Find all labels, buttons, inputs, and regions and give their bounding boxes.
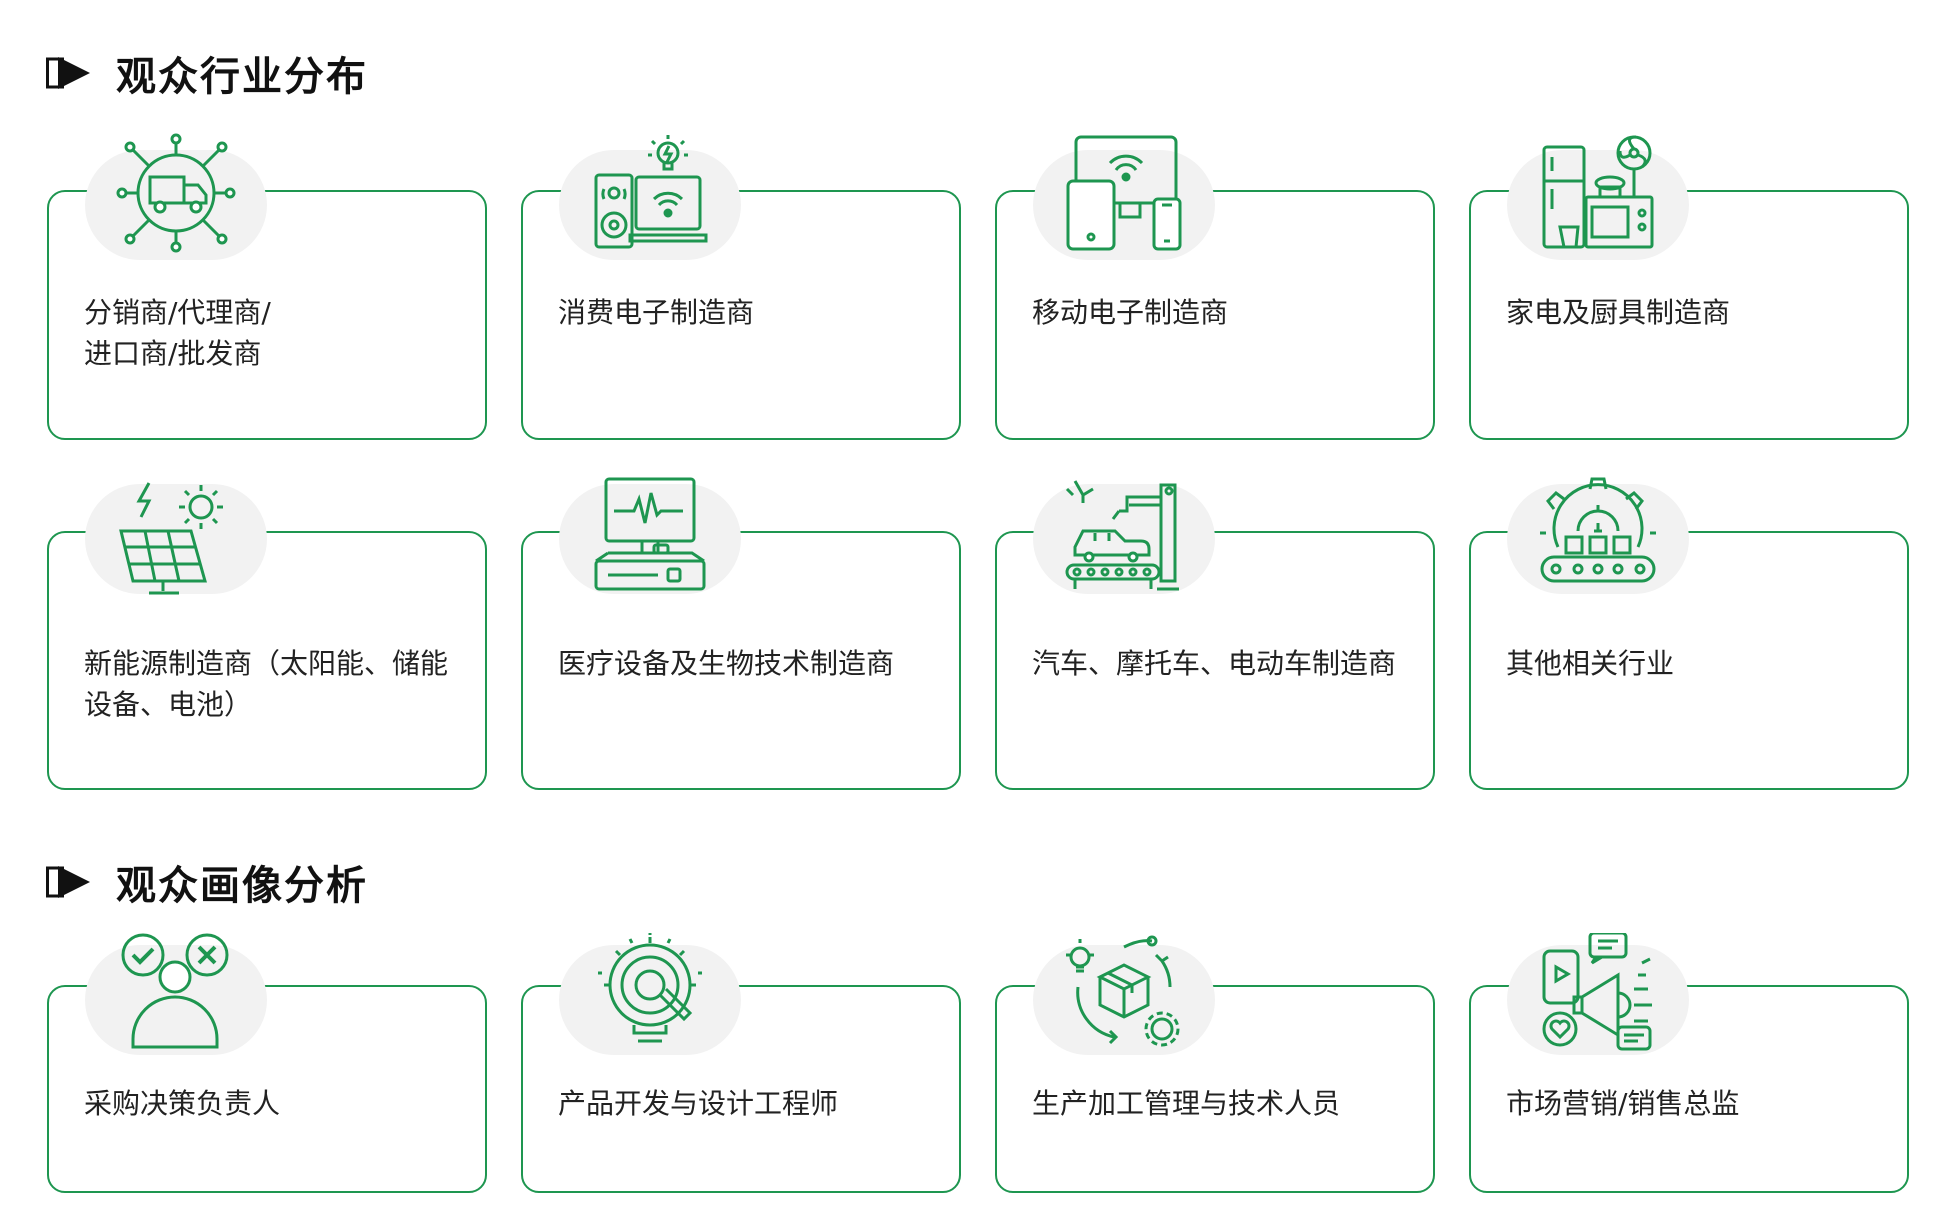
medical-monitor-icon bbox=[590, 475, 710, 595]
icon-badge bbox=[1033, 945, 1215, 1055]
icon-badge bbox=[1507, 150, 1689, 260]
card-label: 家电及厨具制造商 bbox=[1506, 296, 1731, 329]
card-label: 市场营销/销售总监 bbox=[1506, 1087, 1740, 1120]
card-label: 新能源制造商（太阳能、储能设备、电池） bbox=[84, 647, 449, 721]
icon-badge bbox=[85, 945, 267, 1055]
icon-badge bbox=[1033, 484, 1215, 594]
car-assembly-icon bbox=[1061, 475, 1181, 595]
card-label: 采购决策负责人 bbox=[84, 1087, 281, 1120]
arrow-marker-icon bbox=[46, 866, 90, 898]
icon-badge bbox=[1507, 484, 1689, 594]
industry-gear-icon bbox=[1538, 475, 1658, 595]
section-title: 观众画像分析 bbox=[116, 863, 368, 909]
industry-card-medical: 医疗设备及生物技术制造商 bbox=[521, 531, 961, 790]
icon-badge bbox=[559, 484, 741, 594]
icon-badge bbox=[1033, 150, 1215, 260]
industry-card-distributors: 分销商/代理商/ 进口商/批发商 bbox=[47, 190, 487, 440]
card-label: 产品开发与设计工程师 bbox=[558, 1087, 839, 1120]
icon-badge bbox=[1507, 945, 1689, 1055]
production-management-icon bbox=[1064, 933, 1184, 1053]
card-label: 医疗设备及生物技术制造商 bbox=[558, 647, 895, 680]
icon-badge bbox=[85, 484, 267, 594]
icon-badge bbox=[85, 150, 267, 260]
card-label: 汽车、摩托车、电动车制造商 bbox=[1032, 647, 1397, 680]
card-label: 生产加工管理与技术人员 bbox=[1032, 1087, 1341, 1120]
icon-badge bbox=[559, 150, 741, 260]
section-header-audience: 观众画像分析 bbox=[46, 853, 368, 911]
audience-card-marketing: 市场营销/销售总监 bbox=[1469, 985, 1909, 1193]
distribution-network-icon bbox=[116, 133, 236, 253]
marketing-megaphone-icon bbox=[1538, 933, 1658, 1053]
audience-card-procurement: 采购决策负责人 bbox=[47, 985, 487, 1193]
mobile-devices-icon bbox=[1064, 133, 1184, 253]
home-appliances-icon bbox=[1538, 133, 1658, 253]
section-title: 观众行业分布 bbox=[116, 54, 368, 100]
solar-panel-icon bbox=[115, 479, 235, 599]
consumer-electronics-icon bbox=[590, 133, 710, 253]
section-header-industry: 观众行业分布 bbox=[46, 44, 368, 102]
arrow-marker-icon bbox=[46, 57, 90, 89]
card-label: 消费电子制造商 bbox=[558, 296, 755, 329]
card-label: 分销商/代理商/ 进口商/批发商 bbox=[84, 296, 271, 370]
card-label: 移动电子制造商 bbox=[1032, 296, 1229, 329]
card-label: 其他相关行业 bbox=[1506, 647, 1675, 680]
product-development-icon bbox=[590, 933, 710, 1053]
industry-card-mobile-electronics: 移动电子制造商 bbox=[995, 190, 1435, 440]
decision-maker-icon bbox=[115, 933, 235, 1053]
icon-badge bbox=[559, 945, 741, 1055]
